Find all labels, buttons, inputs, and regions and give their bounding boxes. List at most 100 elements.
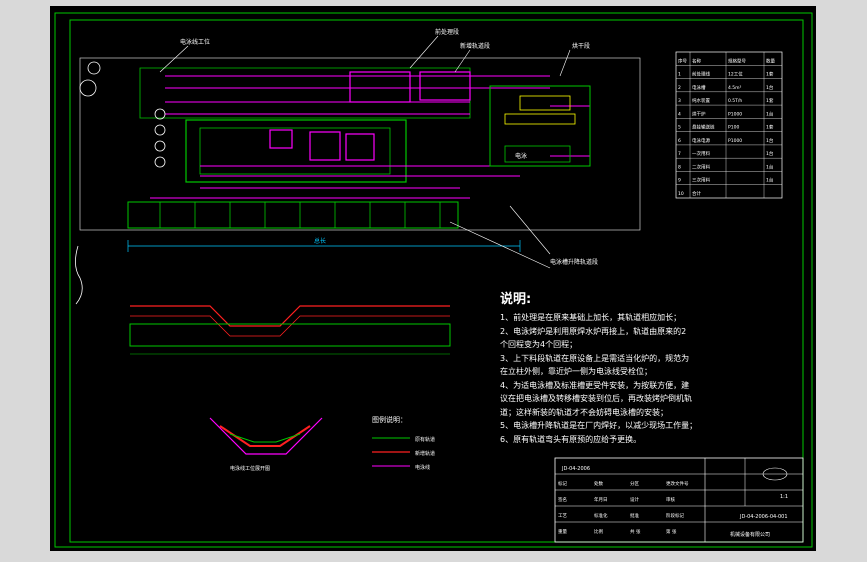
pretreatment-line	[185, 119, 407, 183]
table-cell: 纯水装置	[692, 97, 710, 104]
legend-title: 图例说明：	[372, 415, 407, 424]
company-name: 机械设备有限公司	[730, 531, 770, 538]
title-block-cell: 年月日	[594, 496, 608, 503]
table-cell: 1套	[766, 71, 774, 78]
notes-panel: 说明: 1、前处理是在原来基础上加长，其轨道相应加长； 2、电泳烤炉是利用原焊水…	[500, 288, 800, 446]
table-cell: 1套	[766, 97, 774, 104]
table-cell: 悬挂输送链	[692, 124, 715, 131]
equipment-blocks	[269, 71, 471, 161]
scale-label: 1:1	[780, 494, 788, 500]
section-view	[129, 305, 451, 355]
wall-columns	[159, 202, 441, 228]
table-cell: 0.5T/h	[728, 98, 742, 104]
table-cell: 4.5m³	[728, 85, 742, 91]
title-block-cell: 设计	[630, 496, 639, 503]
dimension-label: 总长	[314, 237, 326, 245]
detail-view	[209, 417, 323, 455]
left-tanks	[79, 61, 166, 168]
table-cell: 12工位	[728, 71, 743, 78]
table-cell: 1台	[766, 150, 774, 157]
title-block-cell: 标记	[558, 480, 567, 487]
inner-loop	[199, 127, 391, 175]
title-block-cell: 重量	[558, 528, 567, 535]
drawing-number: JD-04-2006-04-001	[739, 514, 788, 520]
table-cell: 7	[678, 151, 681, 157]
callout-2: 前处理段	[435, 28, 459, 36]
table-cell: 三次用料	[692, 177, 710, 184]
legend-item-2: 电泳线	[415, 464, 430, 471]
title-block-cell: 阶段标记	[666, 512, 684, 519]
room-label: 电泳	[515, 152, 527, 160]
table-cell: 10	[678, 191, 684, 197]
table-cell: 电泳电源	[692, 137, 710, 144]
table-cell: 4	[678, 111, 681, 117]
note-item-3: 3、上下料段轨道在原设备上是需适当化炉的，规范为 在立柱外侧，靠近炉一侧为电泳线…	[500, 353, 690, 377]
cad-viewport[interactable]: 总长 电泳	[50, 6, 816, 551]
note-item-6: 6、原有轨道弯头有原预的应给予更换。	[500, 434, 642, 444]
note-item-5: 5、电泳槽升降轨道是在厂内焊好，以减少现场工作量；	[500, 421, 698, 430]
note-item-1: 1、前处理是在原来基础上加长，其轨道相应加长；	[500, 313, 682, 322]
title-block-cell: 工艺	[558, 513, 567, 519]
table-cell: 合计	[692, 190, 701, 197]
legend: 图例说明： 原有轨道 新增轨道 电泳线	[372, 415, 435, 471]
title-block-cell: 审核	[666, 496, 675, 503]
title-block-cell: 签名	[558, 496, 567, 503]
table-cell: 1台	[766, 163, 774, 170]
table-cell: 名称	[692, 57, 701, 64]
legend-item-0: 原有轨道	[415, 436, 435, 443]
note-item-2: 2、电泳烤炉是利用原焊水炉再接上，轨道由原来的2 个回程变为4个回程；	[500, 326, 687, 350]
title-block-cell: 比例	[594, 528, 603, 535]
callout-leaders	[159, 35, 571, 269]
table-cell: 规格型号	[728, 57, 746, 64]
title-block-cell: 第 张	[666, 528, 677, 535]
callout-5: 烘干段	[572, 42, 590, 50]
table-cell: 1台	[766, 177, 774, 184]
rail-tracks	[150, 75, 591, 199]
callout-4: 电泳槽升降轨道段	[550, 258, 598, 266]
equipment-room	[489, 85, 591, 167]
table-cell: 烘干炉	[692, 110, 706, 117]
table-cell: 6	[678, 138, 681, 144]
table-cell: 序号	[678, 57, 687, 64]
table-cell: 二次用料	[692, 163, 710, 170]
table-cell: 1套	[766, 124, 774, 131]
callout-1: 电泳线工位	[180, 38, 210, 46]
title-block-cell: 标准化	[594, 512, 608, 519]
title-block-cell: 批准	[630, 512, 639, 519]
legend-item-1: 新增轨道	[415, 450, 435, 457]
table-cell: 5	[678, 125, 681, 131]
table-cell: 一次用料	[692, 150, 710, 157]
table-cell: 9	[678, 178, 681, 184]
note-item-4: 4、为适电泳槽及标准槽更受件安装，为按联方便，建 议在把电泳槽及转移槽安装到位后…	[500, 380, 692, 417]
table-cell: 数量	[766, 57, 775, 64]
callout-3: 新增轨道段	[460, 42, 490, 50]
title-cell: JD-04-2006	[561, 466, 590, 472]
inner-frame	[69, 19, 804, 543]
conveyor-loop	[139, 67, 471, 119]
outer-frame	[54, 12, 813, 548]
break-line	[75, 245, 83, 305]
section-label: 电泳线工位展开图	[230, 465, 270, 472]
table-cell: 1台	[766, 110, 774, 117]
title-block-cell: 共 张	[630, 528, 641, 535]
building-wall	[127, 201, 459, 229]
table-cell: P1000	[728, 138, 742, 144]
title-block: JD-04-2006 JD-04-2006-04-001 机械设备有限公司 1:…	[554, 457, 804, 543]
title-block-cell: 更改文件号	[666, 480, 689, 487]
table-cell: 8	[678, 164, 681, 170]
notes-title: 说明:	[500, 292, 532, 307]
param-table: 序号名称 规格型号 数量 1 前处理线 12工位 1套 2 电泳槽 4.5m³ 1台 3 纯水装置 0.5…	[675, 51, 783, 199]
title-block-cell: 处数	[594, 480, 603, 487]
table-cell: 前处理线	[692, 71, 710, 78]
table-cell: 1台	[766, 137, 774, 144]
table-cell: 电泳槽	[692, 84, 706, 91]
cad-drawing: 总长 电泳	[54, 12, 813, 548]
table-cell: 1台	[766, 84, 774, 91]
table-cell: P1000	[728, 111, 742, 117]
table-cell: 3	[678, 98, 681, 104]
plant-outline	[79, 57, 641, 231]
table-cell: P100	[728, 125, 739, 131]
title-block-cell: 分区	[630, 480, 639, 487]
table-cell: 1	[678, 72, 681, 78]
table-cell: 2	[678, 85, 681, 91]
